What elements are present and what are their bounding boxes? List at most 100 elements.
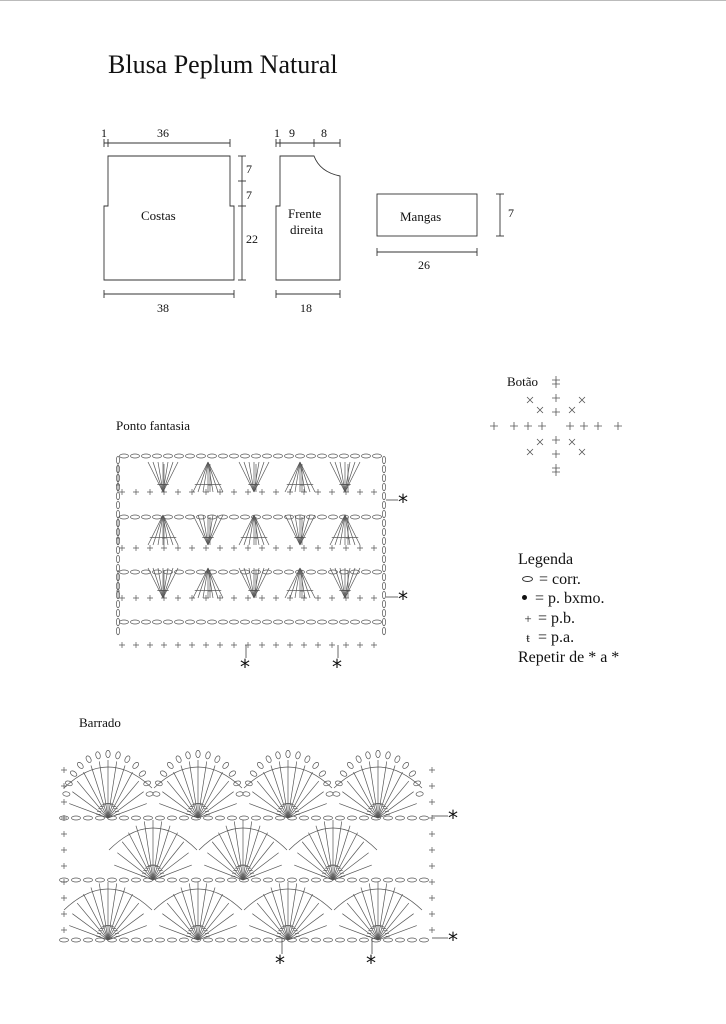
double-crochet-mark <box>90 887 109 941</box>
double-crochet-mark <box>253 461 270 493</box>
double-crochet-mark <box>180 887 199 941</box>
chain-mark <box>116 590 120 600</box>
chain-mark <box>138 770 146 777</box>
barrado-stitch-chart <box>59 750 435 943</box>
chain-mark <box>191 877 201 883</box>
double-crochet-mark <box>114 864 154 881</box>
legend-title: Legenda <box>518 551 574 568</box>
double-crochet-mark <box>344 514 351 546</box>
mangas-label: Mangas <box>400 209 441 224</box>
single-crochet-mark <box>147 489 153 495</box>
double-crochet-mark <box>299 461 316 493</box>
double-crochet-mark <box>252 791 289 819</box>
chain-mark <box>328 514 338 520</box>
chain-mark <box>107 815 117 821</box>
double-crochet-mark <box>166 780 199 819</box>
double-crochet-mark <box>76 780 109 819</box>
chain-mark <box>265 755 272 763</box>
top-rule <box>0 0 726 1</box>
chain-mark <box>317 514 327 520</box>
double-crochet-mark <box>243 461 255 493</box>
chain-mark <box>347 937 357 943</box>
chain-mark <box>382 473 386 483</box>
double-crochet-mark <box>332 821 343 881</box>
double-crochet-mark <box>173 772 199 819</box>
chain-mark <box>119 619 129 625</box>
chain-mark <box>382 509 386 519</box>
chain-mark <box>116 626 120 636</box>
chain-mark <box>105 750 111 758</box>
frente-bottom-dim: 18 <box>300 301 312 315</box>
single-crochet-mark <box>259 545 265 551</box>
chain-mark <box>155 877 165 883</box>
chain-mark <box>116 617 120 627</box>
chain-mark <box>83 877 93 883</box>
double-crochet-mark <box>152 567 164 599</box>
chain-mark <box>119 569 129 575</box>
chain-mark <box>95 877 105 883</box>
double-crochet-mark <box>342 913 379 941</box>
chain-mark <box>275 815 285 821</box>
single-crochet-mark <box>175 489 181 495</box>
chain-mark <box>116 518 120 528</box>
double-crochet-mark <box>253 514 265 546</box>
chain-mark <box>394 755 401 763</box>
chain-mark <box>130 569 140 575</box>
double-crochet-mark <box>197 791 234 819</box>
chain-mark <box>263 877 273 883</box>
single-crochet-mark <box>371 595 377 601</box>
chain-mark <box>311 815 321 821</box>
chain-mark <box>273 453 283 459</box>
double-crochet-mark <box>107 925 147 941</box>
double-crochet-mark <box>197 925 237 941</box>
chain-mark <box>295 453 305 459</box>
double-crochet-mark <box>83 772 109 819</box>
chain-mark <box>323 877 333 883</box>
chain-mark <box>382 608 386 618</box>
chain-mark <box>167 877 177 883</box>
chain-mark <box>263 815 273 821</box>
chain-mark <box>273 569 283 575</box>
single-crochet-mark <box>429 863 435 869</box>
double-crochet-mark <box>107 780 140 819</box>
chain-mark <box>196 619 206 625</box>
repeat-markers: * * * * * * * * <box>240 490 458 975</box>
chain-mark <box>163 453 173 459</box>
barrado-repeat-marker-4: * <box>366 951 376 975</box>
chain-mark <box>359 877 369 883</box>
chain-mark <box>382 527 386 537</box>
chain-mark <box>83 937 93 943</box>
chain-mark <box>218 569 228 575</box>
single-crochet-mark <box>61 799 67 805</box>
double-crochet-mark <box>192 461 209 493</box>
chain-mark <box>196 514 206 520</box>
double-crochet-mark <box>197 887 216 941</box>
double-crochet-mark <box>332 832 358 881</box>
chain-mark <box>382 455 386 465</box>
double-crochet-mark <box>270 887 289 941</box>
chain-mark <box>323 780 331 787</box>
chain-mark <box>335 815 345 821</box>
chain-mark <box>77 762 84 769</box>
double-crochet-mark <box>211 841 244 881</box>
double-crochet-mark <box>207 461 214 493</box>
barrado-repeat-marker-1: * <box>448 806 458 830</box>
double-crochet-mark <box>270 765 289 819</box>
chain-mark <box>116 464 120 474</box>
chain-mark <box>131 815 141 821</box>
double-crochet-mark <box>173 894 199 941</box>
single-crochet-mark <box>61 911 67 917</box>
costas-edge-dim: 1 <box>101 126 107 140</box>
chain-mark <box>382 545 386 555</box>
double-crochet-mark <box>107 894 133 941</box>
chain-mark <box>131 877 141 883</box>
chain-mark <box>395 877 405 883</box>
chain-mark <box>155 815 165 821</box>
chain-mark <box>382 599 386 609</box>
double-crochet-mark <box>299 567 306 599</box>
double-crochet-mark <box>299 567 316 599</box>
single-crochet-mark <box>147 642 153 648</box>
double-crochet-mark <box>204 864 244 881</box>
chain-mark <box>306 514 316 520</box>
fantasia-repeat-marker-3: * <box>240 655 250 679</box>
